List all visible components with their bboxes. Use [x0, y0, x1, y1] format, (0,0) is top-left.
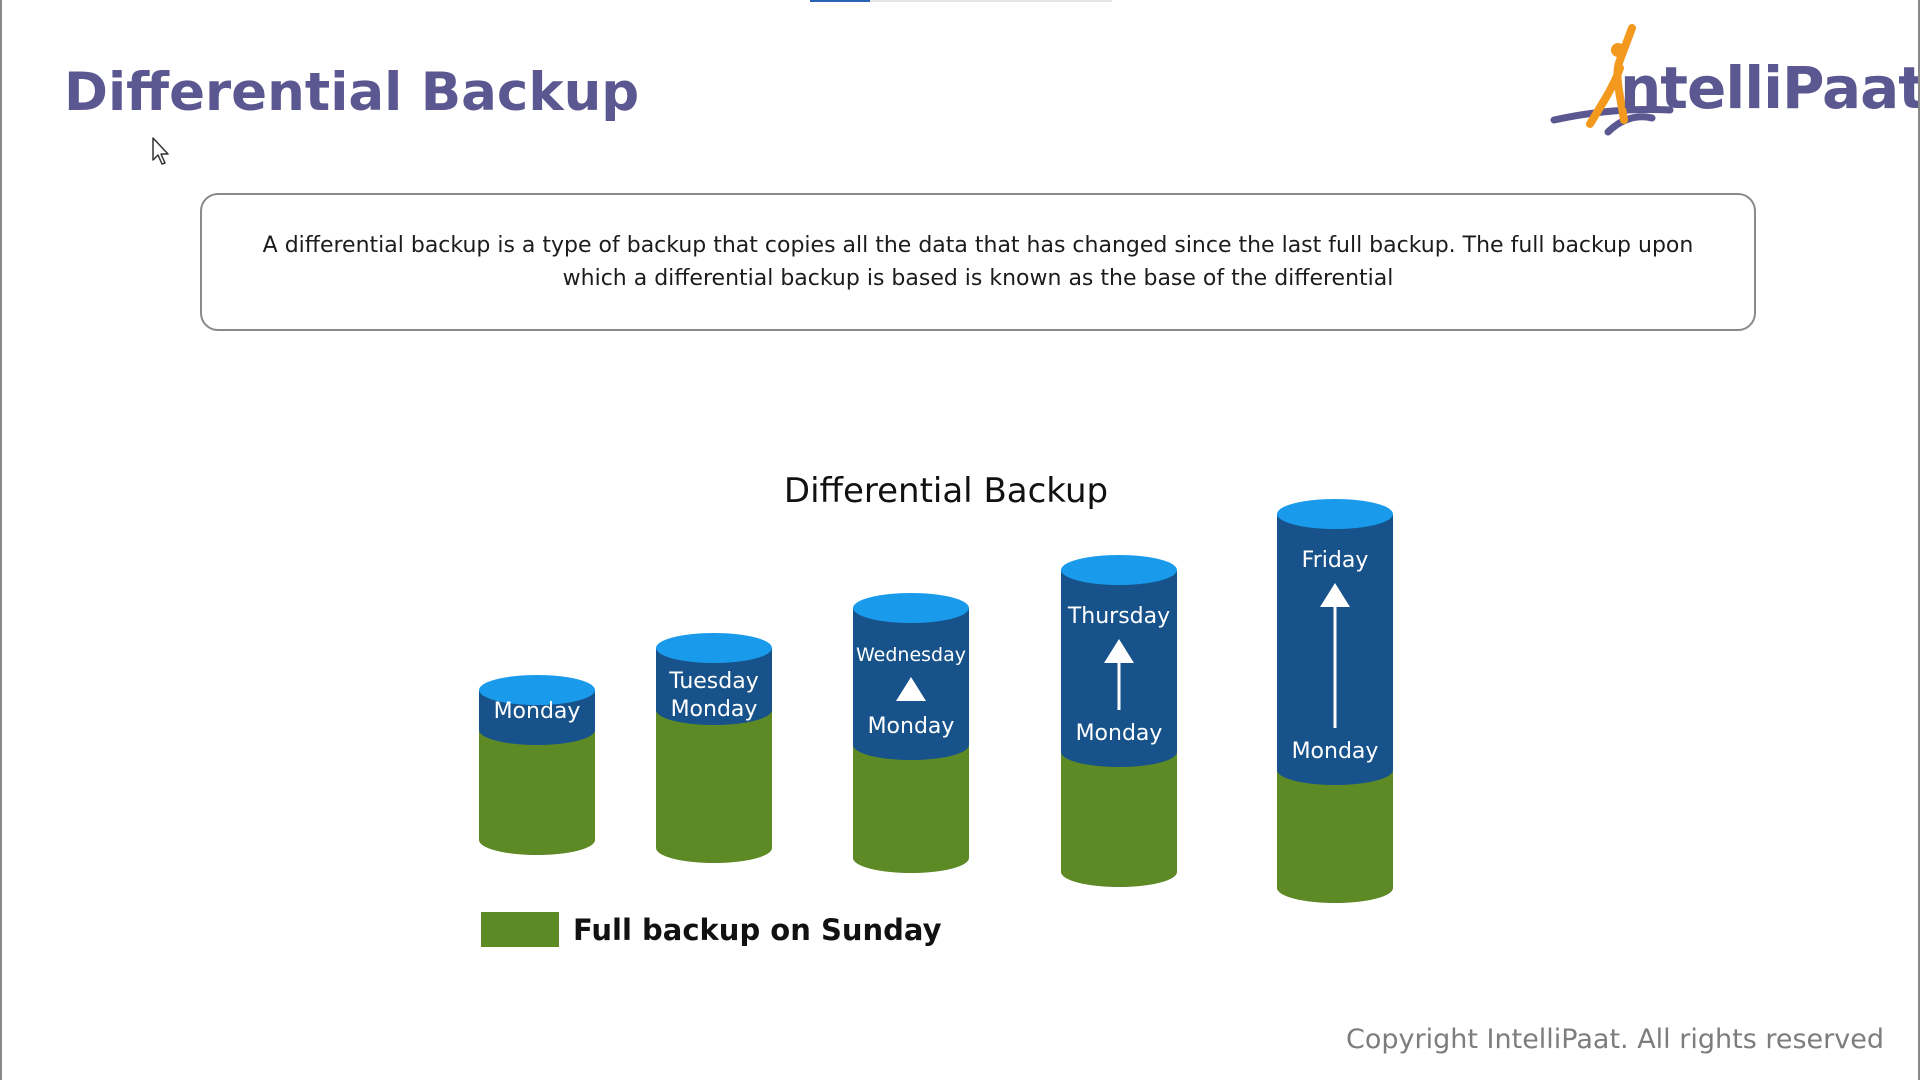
column-4-upper-label: Thursday — [1067, 604, 1170, 629]
legend-swatch — [481, 912, 559, 947]
column-5-lower-label: Monday — [1292, 739, 1379, 764]
differential-cylinder-4-top — [1061, 555, 1177, 585]
description-text: A differential backup is a type of backu… — [262, 233, 1694, 291]
differential-cylinder-5-top — [1277, 499, 1393, 529]
legend-label: Full backup on Sunday — [573, 912, 942, 947]
full-backup-cylinder-4-body — [1061, 748, 1177, 887]
differential-cylinder-1-top — [479, 675, 595, 705]
column-3-lower-label: Monday — [868, 714, 955, 739]
copyright-notice: Copyright IntelliPaat. All rights reserv… — [1346, 1024, 1884, 1055]
full-backup-cylinder-2-body — [656, 706, 772, 863]
column-5-arrow-head — [1320, 583, 1350, 607]
differential-cylinder-2-top — [656, 633, 772, 663]
column-3-arrow-head — [896, 677, 926, 701]
full-backup-cylinder-1-body — [479, 726, 595, 855]
differential-cylinder-3-top — [853, 593, 969, 623]
mouse-pointer-icon — [152, 137, 169, 165]
column-1-lower-label: Monday — [494, 699, 581, 724]
progress-fill — [810, 0, 871, 2]
slide-title: Differential Backup — [64, 62, 640, 123]
logo-figure-icon — [1550, 24, 1674, 136]
column-2-upper-label: Tuesday — [668, 669, 759, 694]
legend: Full backup on Sunday — [481, 912, 941, 947]
progress-bar — [810, 0, 1112, 2]
full-backup-cylinder-3-body — [853, 741, 969, 873]
column-4-arrow-head — [1104, 639, 1134, 663]
intellipaat-logo: ntelliPaat — [1550, 24, 1918, 150]
differential-cylinder-2-body — [656, 648, 772, 725]
column-4-lower-label: Monday — [1076, 721, 1163, 746]
description-box: A differential backup is a type of backu… — [200, 193, 1756, 331]
differential-cylinder-1-body — [479, 690, 595, 745]
logo-text: ntelliPaat — [1620, 54, 1920, 122]
column-3-upper-label: Wednesday — [856, 644, 966, 666]
column-5-upper-label: Friday — [1302, 548, 1369, 573]
diagram-title: Differential Backup — [784, 471, 1108, 511]
full-backup-cylinder-5-body — [1277, 766, 1393, 903]
column-2-lower-label: Monday — [671, 697, 758, 722]
